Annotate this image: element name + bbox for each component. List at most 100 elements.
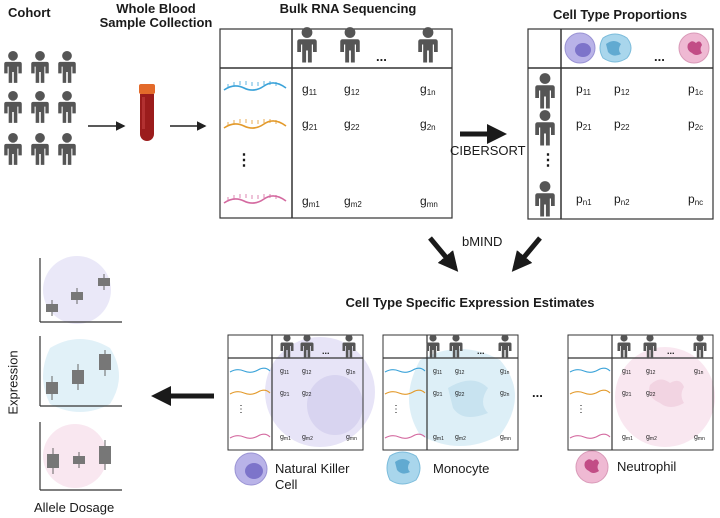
neutrophil-legend-icon — [575, 450, 609, 484]
person-icon — [31, 50, 49, 83]
mono-cell-value: gm2 — [455, 434, 466, 442]
bulk-cell: g22 — [344, 117, 360, 132]
cibersort-label: CIBERSORT — [450, 143, 526, 158]
allele-dosage-axis-label: Allele Dosage — [34, 500, 115, 515]
bulk-cell: g2n — [420, 117, 436, 132]
neutrophil-expression-matrix — [567, 334, 715, 451]
nk-cell-value: gm2 — [302, 434, 313, 442]
mono-cell-value: gm1 — [433, 434, 444, 442]
nk-cell-value: g1n — [346, 368, 356, 376]
nk-cell-value: g11 — [280, 368, 290, 376]
prop-cell: p1c — [688, 82, 704, 97]
nk-cell-value: gm1 — [280, 434, 291, 442]
cell-type-proportions-title: Cell Type Proportions — [552, 7, 688, 22]
bulk-rna-title: Bulk RNA Sequencing — [279, 1, 417, 16]
neut-cell-value: gm2 — [646, 434, 657, 442]
bulk-gene-strands — [223, 81, 287, 204]
boxplot-nk — [39, 256, 122, 324]
small-vdots: ⋮ — [576, 404, 586, 415]
person-icon — [535, 73, 555, 109]
neut-cell-value: gmn — [694, 434, 705, 442]
bmind-label: bMIND — [462, 234, 503, 249]
mono-cell-value: g22 — [455, 390, 465, 398]
person-icon — [617, 334, 631, 358]
small-vdots: ⋮ — [236, 404, 246, 415]
nk-legend-icon — [234, 452, 268, 486]
mono-cell-value: g1n — [500, 368, 510, 376]
neutrophil-label: Neutrophil — [617, 459, 677, 474]
blood-title-line1: Whole Blood — [116, 1, 196, 16]
person-icon — [340, 27, 360, 63]
bulk-cell: g21 — [302, 117, 318, 132]
nk-cell-value: g12 — [302, 368, 312, 376]
person-icon — [693, 334, 707, 358]
person-icon — [58, 90, 76, 123]
person-icon — [31, 132, 49, 165]
gene-strand-orange — [223, 120, 287, 129]
bulk-cell: g12 — [344, 82, 360, 97]
proportion-matrix — [527, 28, 714, 220]
person-icon — [297, 27, 317, 63]
prop-cell: p12 — [614, 82, 630, 97]
gene-strand-pink — [223, 195, 287, 204]
person-icon — [58, 50, 76, 83]
matrices-ellipsis: ... — [532, 385, 543, 400]
blood-tube-icon — [139, 84, 155, 141]
nk-cell-value: gmn — [346, 434, 357, 442]
prop-cell: p11 — [576, 82, 591, 97]
mono-cell-value: g2n — [500, 390, 510, 398]
prop-cell: pn2 — [614, 192, 630, 207]
bulk-header-ellipsis: ... — [376, 49, 387, 64]
person-icon — [4, 132, 22, 165]
nk-cell-value: g21 — [280, 390, 290, 398]
prop-cell: pnc — [688, 192, 704, 207]
person-icon — [4, 90, 22, 123]
bulk-row-vdots: ⋮ — [236, 152, 252, 169]
mono-cell-value: g21 — [433, 390, 443, 398]
person-icon — [31, 90, 49, 123]
bulk-cell: g1n — [420, 82, 436, 97]
expression-axis-label: Expression — [5, 350, 21, 415]
prop-cell: p2c — [688, 117, 704, 132]
bulk-cell: gm1 — [302, 194, 320, 209]
cohort-title: Cohort — [8, 5, 51, 20]
prop-row-vdots: ⋮ — [540, 152, 556, 169]
blood-collection-title: Whole Blood Sample Collection — [96, 2, 216, 30]
cell-type-specific-expression-title: Cell Type Specific Expression Estimates — [345, 295, 595, 310]
small-ellipsis: ... — [477, 346, 485, 356]
neut-cell-value: g11 — [622, 368, 632, 376]
small-vdots: ⋮ — [391, 404, 401, 415]
neut-cell-value: g22 — [646, 390, 656, 398]
prop-cell: pn1 — [576, 192, 592, 207]
boxplot-monocyte — [39, 336, 122, 412]
neut-cell-value: gm1 — [622, 434, 633, 442]
nk-label-line2: Cell — [275, 477, 298, 492]
bulk-cell: gmn — [420, 194, 438, 209]
person-icon — [535, 181, 555, 217]
boxplot-neutrophil — [39, 422, 122, 491]
gene-strand-blue — [223, 82, 287, 91]
nk-expression-matrix — [227, 334, 375, 451]
bulk-cell: g11 — [302, 82, 317, 97]
blood-title-line2: Sample Collection — [99, 15, 213, 30]
prop-header-cells — [564, 32, 710, 64]
neut-cell-value: g21 — [622, 390, 632, 398]
nk-cell-label: Natural Killer Cell — [275, 461, 349, 493]
mono-cell-value: gmn — [500, 434, 511, 442]
small-ellipsis: ... — [322, 346, 330, 356]
neut-cell-value: g12 — [646, 368, 656, 376]
cohort-people-group — [4, 50, 76, 165]
prop-cell: p22 — [614, 117, 630, 132]
neut-cell-value: g1n — [694, 368, 704, 376]
monocyte-legend-icon — [386, 451, 421, 485]
monocyte-expression-matrix — [382, 334, 519, 451]
person-icon — [498, 334, 512, 358]
person-icon — [418, 27, 438, 63]
person-icon — [535, 110, 555, 146]
bulk-cell: gm2 — [344, 194, 362, 209]
mono-cell-value: g11 — [433, 368, 443, 376]
prop-cell: p21 — [576, 117, 592, 132]
small-ellipsis: ... — [667, 346, 675, 356]
prop-header-ellipsis: ... — [654, 49, 665, 64]
